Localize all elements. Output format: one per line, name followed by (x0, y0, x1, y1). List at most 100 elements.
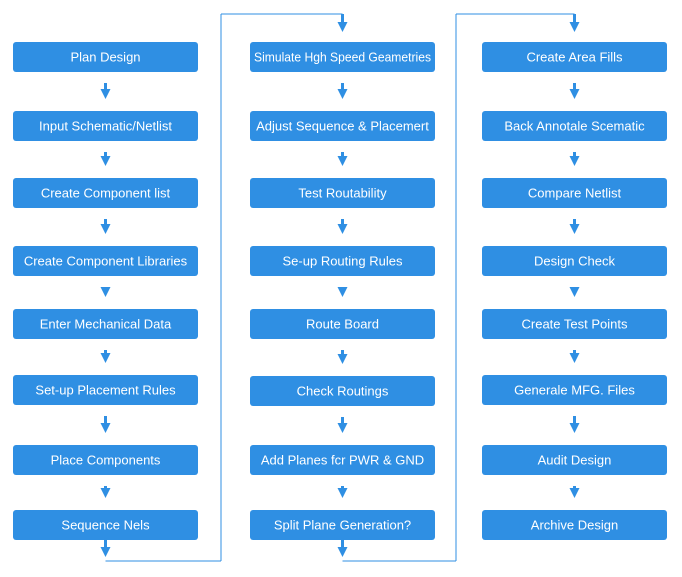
step-box: Place Components (13, 445, 198, 475)
step-label: Create Area Fills (526, 50, 623, 65)
flow-arrow-head (569, 156, 580, 166)
step-box: Back Annotale Scematic (482, 111, 667, 141)
flow-arrow-head (569, 224, 580, 234)
step-box: Archive Design (482, 510, 667, 540)
step-label: Route Board (306, 317, 379, 332)
flow-arrow-shaft (341, 350, 344, 356)
step-box-bg (482, 42, 667, 72)
step-box: Generale MFG. Files (482, 375, 667, 405)
flow-arrow-head (569, 89, 580, 99)
step-label: Input Schematic/Netlist (39, 119, 172, 134)
step-label: Se-up Routing Rules (283, 254, 403, 269)
entry-arrow-col2-head (337, 22, 348, 32)
step-box: Add Planes fcr PWR & GND (250, 445, 435, 475)
step-box-bg (250, 309, 435, 339)
step-box-bg (13, 42, 198, 72)
step-label: Audit Design (538, 453, 612, 468)
flow-arrow-shaft (573, 416, 576, 425)
flow-arrow-shaft (573, 83, 576, 91)
entry-arrow-col3-head (569, 22, 580, 32)
flow-arrow-head (569, 287, 580, 297)
step-box: Route Board (250, 309, 435, 339)
step-box-bg (482, 111, 667, 141)
step-box-bg (250, 510, 435, 540)
entry-arrow-col2-shaft (341, 14, 344, 24)
flow-arrow-head (337, 423, 348, 433)
flow-arrow-shaft (573, 350, 576, 355)
step-label: Create Test Points (522, 317, 628, 332)
step-label: Add Planes fcr PWR & GND (261, 453, 424, 468)
step-box: Se-up Routing Rules (250, 246, 435, 276)
flow-arrow-shaft (573, 152, 576, 158)
step-label: Place Components (51, 453, 161, 468)
step-box-bg (482, 375, 667, 405)
flow-arrow-head (569, 488, 580, 498)
flow-arrow-shaft (341, 219, 344, 226)
step-box: Create Test Points (482, 309, 667, 339)
step-label: Test Routability (298, 186, 387, 201)
flow-arrow-head (100, 156, 111, 166)
flow-arrow-head (100, 488, 111, 498)
step-label: Create Component list (41, 186, 171, 201)
step-label: Set-up Placement Rules (35, 383, 176, 398)
step-label: Sequence Nels (61, 518, 150, 533)
step-box-bg (13, 178, 198, 208)
step-box-bg (13, 246, 198, 276)
flow-arrow-shaft (104, 350, 107, 355)
exit-arrow-col1-head (100, 547, 111, 557)
step-box: Audit Design (482, 445, 667, 475)
step-box-bg (250, 376, 435, 406)
step-box: Design Check (482, 246, 667, 276)
step-label: Check Routings (297, 384, 389, 399)
entry-arrow-col3-shaft (573, 14, 576, 24)
flow-arrow-head (337, 89, 348, 99)
step-box: Check Routings (250, 376, 435, 406)
step-box-bg (250, 42, 435, 72)
step-box-bg (250, 178, 435, 208)
step-box-bg (250, 445, 435, 475)
step-box: Set-up Placement Rules (13, 375, 198, 405)
step-box: Enter Mechanical Data (13, 309, 198, 339)
flow-arrow-head (337, 354, 348, 364)
step-label: Enter Mechanical Data (40, 317, 172, 332)
flow-arrow-head (569, 423, 580, 433)
flow-arrow-shaft (341, 152, 344, 158)
step-box-bg (13, 375, 198, 405)
step-box-bg (482, 178, 667, 208)
step-box: Compare Netlist (482, 178, 667, 208)
flow-arrow-head (100, 287, 111, 297)
flow-arrow-head (100, 89, 111, 99)
flow-arrow-head (337, 156, 348, 166)
flow-arrow-head (337, 224, 348, 234)
flow-arrow-shaft (341, 417, 344, 425)
step-box: Create Component Libraries (13, 246, 198, 276)
flow-arrow-head (100, 224, 111, 234)
step-box-bg (13, 510, 198, 540)
flow-arrow-shaft (104, 83, 107, 91)
step-box-bg (13, 111, 198, 141)
step-label: Back Annotale Scematic (504, 119, 645, 134)
step-box: Sequence Nels (13, 510, 198, 540)
step-box-bg (13, 445, 198, 475)
flow-arrow-head (100, 423, 111, 433)
step-box: Split Plane Generation? (250, 510, 435, 540)
flow-arrow-shaft (341, 83, 344, 91)
flow-arrow-shaft (573, 219, 576, 226)
step-label: Create Component Libraries (24, 254, 188, 269)
exit-arrow-col2-shaft (341, 540, 344, 549)
step-label: Split Plane Generation? (274, 518, 411, 533)
flow-arrow-shaft (104, 416, 107, 425)
flow-arrow-shaft (104, 152, 107, 158)
step-box-bg (482, 445, 667, 475)
step-box: Plan Design (13, 42, 198, 72)
step-label: Generale MFG. Files (514, 383, 635, 398)
step-box-bg (13, 309, 198, 339)
flow-arrow-head (337, 488, 348, 498)
flow-arrow-head (569, 353, 580, 363)
step-box: Create Area Fills (482, 42, 667, 72)
step-label: Compare Netlist (528, 186, 622, 201)
step-box: Simulate Hgh Speed Geametries (250, 42, 435, 72)
exit-arrow-col1-shaft (104, 540, 107, 549)
